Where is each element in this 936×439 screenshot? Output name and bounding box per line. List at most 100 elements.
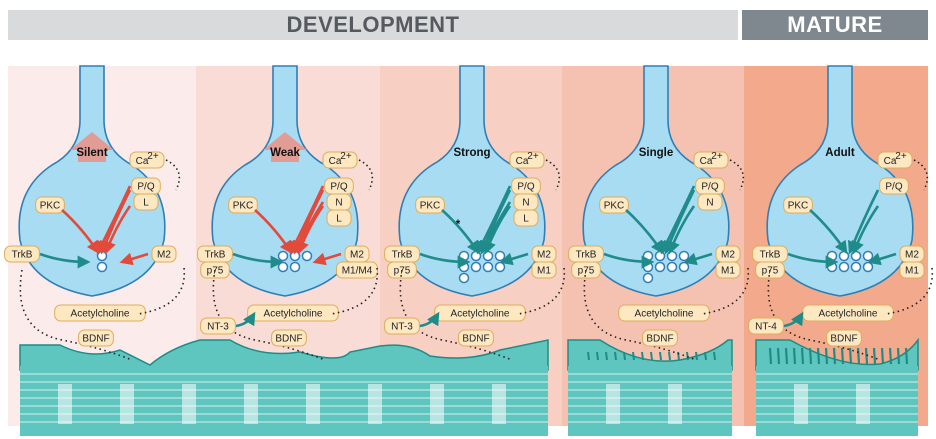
bdnf-path-dotted <box>399 269 513 361</box>
pkc-label-box <box>599 196 629 214</box>
acetylcholine-label: Acetylcholine <box>54 304 146 322</box>
calcium-text: Ca <box>884 156 897 167</box>
muscarinic-arrow <box>119 252 149 266</box>
junctional-fold <box>848 347 853 365</box>
neurotrophin-arrow <box>419 311 440 328</box>
calcium-text: Ca <box>516 156 529 167</box>
junctional-fold <box>896 347 901 365</box>
calcium-box <box>322 151 358 169</box>
acetylcholine-label-text: Acetylcholine <box>451 309 510 320</box>
receptor-m1: M1 <box>715 261 741 279</box>
receptor-trkb: TrkB <box>197 245 233 263</box>
receptor-m2-text: M2 <box>537 250 551 261</box>
receptor-m2-text: M2 <box>350 250 364 261</box>
channel-pq: P/Q <box>511 177 541 195</box>
calcium-sup: 2+ <box>147 151 159 162</box>
channel-pq: P/Q <box>879 177 909 195</box>
synaptic-vesicle <box>862 261 874 273</box>
receptor-m2: M2 <box>899 245 925 263</box>
trkb-arrow <box>419 252 471 269</box>
muscarinic-arrow <box>867 252 897 266</box>
junctional-fold <box>872 347 877 365</box>
synaptic-vesicle <box>850 261 862 273</box>
bdnf-label-text: BDNF <box>830 334 857 345</box>
channel-pq: P/Q <box>131 177 161 195</box>
calcium-box <box>693 151 729 169</box>
synaptic-vesicle <box>96 261 108 273</box>
junctional-fold <box>880 347 885 365</box>
pkc-label-text: PKC <box>604 201 625 212</box>
bdnf-label-text: BDNF <box>82 334 109 345</box>
channel-pq-box <box>879 177 909 195</box>
calcium-text: Ca <box>136 156 149 167</box>
receptor-trkb-text: TrkB <box>392 250 413 261</box>
junctional-fold <box>832 347 837 365</box>
modulation-arrow <box>61 209 100 255</box>
junctional-fold <box>668 351 671 361</box>
pkc-label-box <box>35 196 65 214</box>
neurotrophin-nt3-box <box>200 317 236 335</box>
pkc-label-text: PKC <box>233 201 254 212</box>
calcium-sup: 2+ <box>711 151 723 162</box>
pkc-label: PKC <box>35 196 65 214</box>
receptor-trkb: TrkB <box>568 245 604 263</box>
muscle-fiber-development-band <box>430 384 444 424</box>
synaptic-vesicle <box>826 261 838 273</box>
synaptic-vesicle <box>850 250 862 262</box>
pkc-label-text: PKC <box>420 201 441 212</box>
junctional-fold <box>768 347 773 365</box>
junctional-fold <box>808 347 813 365</box>
trkb-arrow <box>787 252 839 269</box>
channel-n-box <box>697 193 723 211</box>
acetylcholine-label: Acetylcholine <box>802 304 894 322</box>
receptor-m1m4-text: M1/M4 <box>342 266 373 277</box>
bdnf-label-text: BDNF <box>275 334 302 345</box>
muscle-fiber-adult-surface <box>755 337 919 371</box>
receptor-m1: M1 <box>531 261 557 279</box>
junctional-fold <box>587 351 590 361</box>
neurotrophin-nt4-box <box>748 317 784 335</box>
receptor-trkb-text: TrkB <box>576 250 597 261</box>
junctional-fold <box>632 351 635 361</box>
trkb-arrow <box>603 252 655 269</box>
channel-l-text: L <box>336 214 342 225</box>
synaptic-vesicle <box>277 261 289 273</box>
receptor-m2-text: M2 <box>157 250 171 261</box>
junctional-fold <box>816 347 821 365</box>
channel-pq-text: P/Q <box>137 182 154 193</box>
synaptic-vesicle <box>470 261 482 273</box>
junctional-fold <box>695 351 698 361</box>
synaptic-vesicle <box>862 250 874 262</box>
neurotrophin-arrow <box>235 311 256 328</box>
junctional-fold <box>800 347 805 365</box>
channel-l: L <box>326 209 352 227</box>
junctional-fold <box>888 347 893 365</box>
receptor-m2-text: M2 <box>721 250 735 261</box>
modulation-arrow <box>293 201 325 255</box>
modulation-arrow <box>625 209 664 255</box>
receptor-trkb-box <box>4 245 40 263</box>
junctional-fold <box>596 351 599 361</box>
synaptic-vesicle <box>838 250 850 262</box>
channel-l-box <box>133 193 159 211</box>
acetylcholine-label: Acetylcholine <box>247 304 339 322</box>
bdnf-label-text: BDNF <box>462 334 489 345</box>
pkc-label-text: PKC <box>788 201 809 212</box>
calcium-sup: 2+ <box>895 151 907 162</box>
trkb-arrow <box>39 252 91 269</box>
channel-pq-text: P/Q <box>517 182 534 193</box>
neurotrophin-nt3-text: NT-3 <box>207 322 229 333</box>
pkc-label-box <box>228 196 258 214</box>
bdnf-label: BDNF <box>642 329 678 347</box>
synaptic-vesicle <box>289 261 301 273</box>
stage-strong: StrongCa2+P/QNLM2M1PKCTrkBp75*Acetylchol… <box>384 65 566 361</box>
synaptic-vesicle <box>494 250 506 262</box>
neurotrophin-nt4: NT-4 <box>748 317 784 335</box>
calcium-entry-dotted <box>729 159 745 191</box>
junctional-fold <box>650 351 653 361</box>
channel-l-box <box>513 209 539 227</box>
modulation-arrow <box>660 185 696 255</box>
muscle-fiber-development-band <box>368 384 382 424</box>
muscle-fiber-single-surface <box>567 339 733 371</box>
